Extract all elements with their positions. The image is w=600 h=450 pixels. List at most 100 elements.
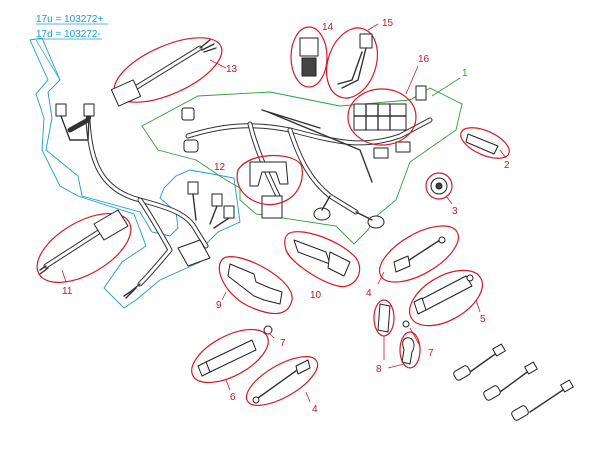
callout-label-8: 8 — [376, 364, 382, 375]
callout-oval-3 — [425, 172, 453, 200]
connector-icon — [453, 365, 471, 381]
sub-harness-group — [29, 37, 241, 309]
fuse-box-icon — [353, 103, 407, 131]
grommet-icon — [263, 325, 273, 335]
callout-oval-4b — [245, 356, 319, 406]
legend-line-1: 17u = 103272+ — [36, 14, 103, 25]
leader-line-6 — [225, 379, 231, 391]
clip-icon — [401, 337, 415, 365]
callout-label-4b: 4 — [312, 404, 318, 415]
loose-cables — [453, 343, 574, 421]
callout-oval-8b — [399, 331, 421, 369]
callout-label-6: 6 — [230, 392, 236, 403]
connector-head-icon — [327, 251, 351, 277]
leader-line-9 — [221, 291, 227, 301]
callout-label-12: 12 — [214, 162, 226, 173]
sub-harness-outline — [29, 37, 241, 309]
callout-label-11: 11 — [62, 286, 73, 297]
ring-terminal-icon — [252, 396, 260, 404]
connector-icon — [183, 139, 199, 153]
clip-icon — [377, 303, 391, 333]
connector-icon — [211, 193, 223, 207]
callout-label-3: 3 — [452, 206, 458, 217]
callout-label-10: 10 — [310, 290, 322, 301]
connector-icon — [483, 385, 501, 401]
ring-terminal-icon — [466, 274, 474, 282]
callout-oval-4a — [379, 225, 459, 283]
connector-icon — [395, 141, 411, 153]
callout-label-7a: 7 — [280, 338, 286, 349]
grommet-icon — [402, 320, 410, 328]
connector-icon — [55, 103, 67, 117]
callout-label-14: 14 — [322, 22, 334, 33]
leader-line-2 — [499, 149, 507, 159]
connector-icon — [83, 103, 95, 117]
leader-line-8 — [383, 336, 405, 369]
connector-icon — [197, 361, 211, 377]
legend-leader — [35, 39, 61, 81]
connector-icon — [560, 379, 574, 393]
leader-line-5 — [475, 299, 481, 313]
callout-label-2: 2 — [504, 160, 510, 171]
callout-oval-9 — [218, 256, 293, 315]
connector-icon — [187, 181, 199, 195]
callout-oval-12 — [236, 154, 303, 206]
callout-oval-11 — [36, 213, 132, 283]
connector-icon — [313, 207, 331, 221]
connector-icon — [492, 343, 506, 357]
terminal-icon — [301, 57, 317, 77]
cable-sleeve-icon — [205, 339, 257, 373]
callout-oval-15 — [326, 27, 378, 99]
callout-label-13: 13 — [226, 64, 238, 75]
leader-line-15 — [367, 23, 379, 31]
plug-icon — [177, 239, 211, 267]
grommet-hole-icon — [435, 182, 443, 190]
leader-line-11 — [61, 269, 67, 283]
bracket-icon — [249, 161, 289, 187]
connector-icon — [295, 359, 311, 375]
connector-body-icon — [293, 239, 331, 265]
plug-icon — [93, 209, 129, 241]
callout-label-7b: 7 — [428, 348, 434, 359]
connector-icon — [299, 37, 319, 57]
leader-line-7b — [409, 327, 421, 347]
connector-icon — [415, 85, 427, 101]
leader-line-7a — [269, 333, 275, 339]
callout-label-9: 9 — [216, 300, 222, 311]
leader-line-16 — [405, 65, 419, 95]
main-harness-group — [141, 77, 463, 245]
callout-oval-6 — [191, 328, 269, 384]
callout-oval-16 — [347, 88, 417, 146]
leader-line-1 — [431, 77, 461, 97]
leader-line-3 — [445, 195, 453, 205]
connector-icon — [181, 107, 195, 121]
legend-line-2: 17d = 103272- — [36, 29, 101, 40]
connector-icon — [413, 297, 427, 315]
bracket-icon — [227, 263, 283, 305]
callout-oval-5 — [409, 269, 483, 327]
callout-oval-14 — [290, 26, 328, 88]
connector-icon — [110, 79, 142, 107]
connector-block-icon — [261, 195, 283, 219]
callout-label-1: 1 — [462, 68, 468, 79]
ring-terminal-cable-icon — [257, 367, 301, 399]
callout-label-15: 15 — [382, 18, 394, 29]
connector-icon — [373, 147, 389, 159]
leader-line-4b — [305, 391, 311, 403]
callout-oval-2 — [460, 127, 510, 159]
connector-icon — [465, 133, 499, 155]
leader-line-4a — [377, 271, 385, 285]
connector-icon — [223, 205, 235, 219]
connector-icon — [367, 215, 385, 229]
connector-icon — [359, 33, 373, 49]
callout-label-5: 5 — [480, 314, 486, 325]
callout-label-4a: 4 — [366, 288, 372, 299]
cable-sleeve-icon — [419, 275, 473, 311]
connector-icon — [511, 405, 529, 421]
connector-icon — [393, 255, 411, 273]
callout-label-16: 16 — [418, 54, 430, 65]
callout-oval-10 — [284, 231, 361, 288]
leader-line-13 — [209, 59, 227, 69]
ring-terminal-icon — [438, 236, 446, 244]
